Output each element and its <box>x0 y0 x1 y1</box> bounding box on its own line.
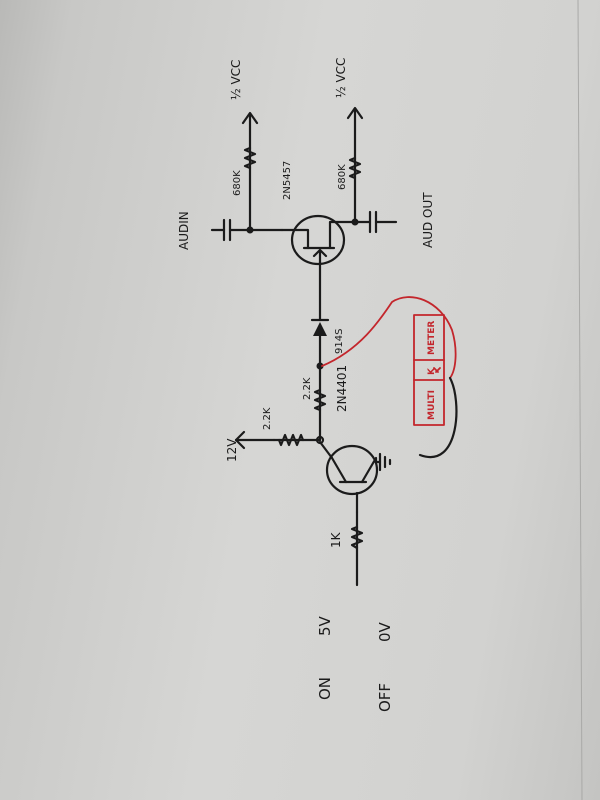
label-meter-k: K <box>427 367 437 375</box>
multimeter-mark <box>433 367 441 373</box>
label-meter-multi: MULTI <box>427 390 437 420</box>
label-audio-in: AUDIN <box>177 211 191 250</box>
label-2-2k-series: 2.2K <box>302 377 313 400</box>
gate-vcc-arrow <box>241 111 259 125</box>
paper-edge-line <box>577 0 583 800</box>
base-resistor-1k <box>350 525 364 550</box>
jfet-gate-arrow <box>312 248 328 264</box>
label-914s: 914S <box>334 329 345 354</box>
label-1k: 1K <box>329 531 343 548</box>
label-meter-meter: METER <box>427 321 437 355</box>
gate-resistor <box>243 146 257 170</box>
multimeter-probe-wiring <box>321 296 458 459</box>
black-probe-wire <box>418 376 458 459</box>
label-half-vcc-drain: ½ VCC <box>334 58 348 98</box>
series-resistor <box>313 388 327 412</box>
label-0v: 0V <box>376 621 394 642</box>
schematic-labels: ON OFF 5V 0V 1K 12V 2.2K 2.2K 2N4401 914… <box>177 58 437 712</box>
label-680k-drain: 680K <box>337 164 348 190</box>
multimeter-dividers <box>413 359 445 381</box>
bjt-2n4401-symbol <box>325 444 379 496</box>
label-half-vcc-gate: ½ VCC <box>229 60 243 100</box>
collector-wire <box>318 440 334 460</box>
label-2n5457: 2N5457 <box>282 161 293 200</box>
jfet-2n5457-symbol <box>290 214 346 266</box>
bjt-collector <box>330 456 348 484</box>
drain-resistor <box>348 156 362 180</box>
multimeter-box <box>413 314 445 426</box>
jfet-drain <box>328 220 357 250</box>
supply-arrow <box>234 430 246 450</box>
label-off: OFF <box>376 683 394 712</box>
label-5v: 5V <box>316 615 334 636</box>
bjt-emitter <box>360 456 378 484</box>
drain-vcc-arrow <box>346 106 364 120</box>
label-12v: 12V <box>225 438 239 462</box>
red-probe-wire <box>321 296 457 379</box>
jfet-source <box>280 228 310 250</box>
label-680k-gate: 680K <box>232 170 243 196</box>
diode-symbol <box>313 322 327 336</box>
label-audio-out: AUD OUT <box>421 192 435 248</box>
label-2-2k-collector: 2.2K <box>262 407 273 430</box>
circuit-wiring <box>210 106 398 587</box>
label-on: ON <box>316 677 334 700</box>
label-2n4401: 2N4401 <box>335 365 349 412</box>
collector-resistor <box>277 433 305 447</box>
ground-symbol <box>378 452 392 472</box>
